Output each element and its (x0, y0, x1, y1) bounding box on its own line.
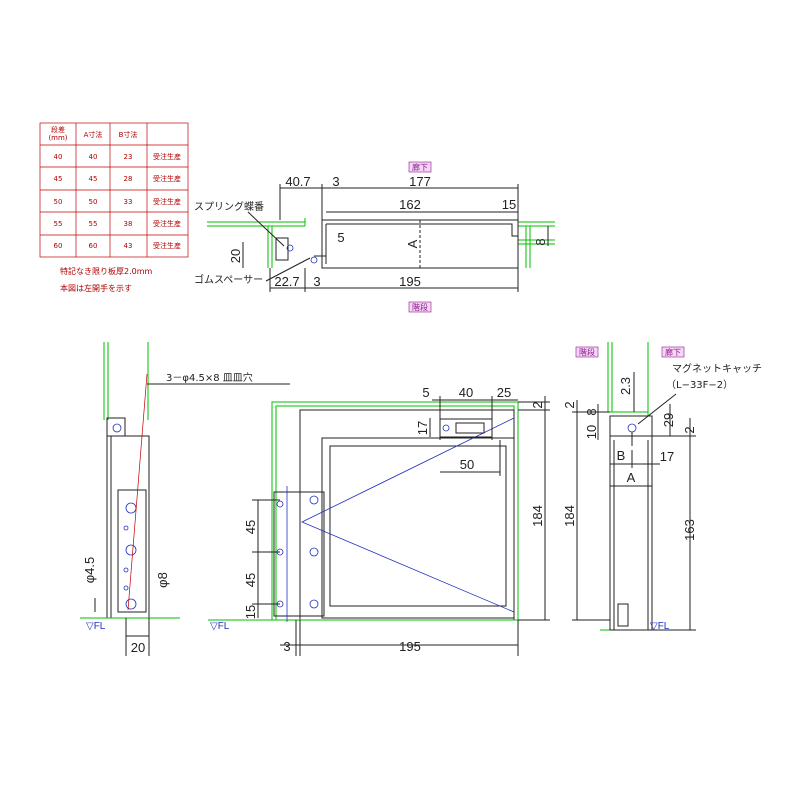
dim-a-side: A (627, 470, 636, 485)
table-cell: 33 (124, 198, 133, 206)
dim-3-bottom: 3 (313, 274, 320, 289)
dim-20: 20 (228, 249, 243, 263)
dim-22-7: 22.7 (274, 274, 299, 289)
table-cell: 60 (54, 242, 63, 250)
table-cell: 50 (89, 198, 98, 206)
dim-8-side: 8 (584, 408, 599, 415)
table-cell: 受注生産 (153, 219, 181, 228)
table-cell: 43 (124, 242, 133, 250)
dim-162: 162 (399, 197, 421, 212)
table-header-a: A寸法 (84, 130, 103, 139)
table-cell: 40 (89, 153, 98, 161)
dim-184-front: 184 (530, 505, 545, 527)
hinge-detail: 3－φ4.5×8 皿皿穴 φ4.5 φ8 20 ▽FL (80, 342, 290, 656)
table-cell: 60 (89, 242, 98, 250)
dim-195: 195 (399, 274, 421, 289)
table-cell: 23 (124, 153, 133, 161)
dim-40-front: 40 (459, 385, 473, 400)
dim-163: 163 (682, 519, 697, 541)
dim-15: 15 (502, 197, 516, 212)
fl-marker-side: ▽FL (650, 621, 670, 632)
table-row: 45 45 28 受注生産 (54, 174, 181, 183)
label-magnet-catch: マグネットキャッチ (672, 362, 762, 375)
table-cell: 55 (89, 220, 98, 228)
dim-25-front: 25 (497, 385, 511, 400)
label-screw-hole: 3－φ4.5×8 皿皿穴 (166, 371, 253, 384)
dim-b: B (617, 448, 626, 463)
table-row: 50 50 33 受注生産 (54, 197, 181, 206)
table-header-step: 段差 (51, 125, 65, 134)
table-cell: 受注生産 (153, 174, 181, 183)
table-header-b: B寸法 (119, 130, 138, 139)
dim-2-front: 2 (530, 401, 545, 408)
dim-2-3: 2.3 (618, 377, 633, 395)
fl-marker-hinge: ▽FL (86, 621, 106, 632)
table-cell: 55 (54, 220, 63, 228)
table-cell: 受注生産 (153, 241, 181, 250)
dim-2-side: 2 (682, 426, 697, 433)
table-cell: 45 (54, 175, 63, 183)
table-cell: 38 (124, 220, 133, 228)
dim-40-7: 40.7 (285, 174, 310, 189)
label-spring-hinge: スプリング蝶番 (194, 200, 264, 213)
dim-184-side: 184 (562, 505, 577, 527)
table-cell: 28 (124, 175, 133, 183)
dim-15-left: 15 (243, 605, 258, 619)
dim-a: A (405, 239, 420, 248)
dim-3: 3 (332, 174, 339, 189)
front-elevation: 5 40 25 50 17 2 184 45 45 15 3 195 ▽FL (208, 385, 550, 656)
fl-marker-front: ▽FL (210, 621, 230, 632)
table-row: 40 40 23 受注生産 (54, 152, 181, 161)
dim-5: 5 (337, 230, 344, 245)
dim-phi-8: φ8 (155, 572, 170, 588)
side-section: 階段 廊下 マグネットキャッチ （L−33F−2） 2.3 29 2 163 2 (562, 342, 762, 632)
dim-50-front: 50 (460, 457, 474, 472)
dim-phi-4-5: φ4.5 (82, 557, 97, 584)
table-cell: 受注生産 (153, 197, 181, 206)
tag-plan-bottom: 階段 (412, 302, 428, 312)
dim-5-front: 5 (422, 385, 429, 400)
note-hand: 本図は左開手を示す (60, 283, 132, 293)
dim-45-b: 45 (243, 573, 258, 587)
table-row: 55 55 38 受注生産 (54, 219, 181, 228)
dim-8: 8 (533, 238, 548, 245)
table-row: 60 60 43 受注生産 (54, 241, 181, 250)
spec-table: 段差 (mm) A寸法 B寸法 40 40 23 受注生産 45 45 28 受… (39, 122, 189, 258)
dim-177: 177 (409, 174, 431, 189)
dim-2-left: 2 (562, 401, 577, 408)
label-catch-model: （L−33F−2） (666, 379, 733, 391)
table-cell: 40 (54, 153, 63, 161)
tag-plan-top: 廊下 (412, 162, 428, 172)
dim-195-front: 195 (399, 639, 421, 654)
dim-3-front: 3 (283, 639, 290, 654)
table-cell: 50 (54, 198, 63, 206)
label-rubber-spacer: ゴムスペーサー (194, 273, 263, 286)
tag-side-left: 階段 (579, 347, 595, 357)
dim-17-side: 17 (660, 449, 674, 464)
note-thickness: 特記なき限り板厚2.0mm (60, 266, 153, 276)
dim-10-side: 10 (584, 425, 599, 439)
dim-17-front: 17 (415, 421, 430, 435)
table-header-unit: (mm) (48, 134, 67, 142)
table-cell: 45 (89, 175, 98, 183)
dim-45-a: 45 (243, 520, 258, 534)
table-cell: 受注生産 (153, 152, 181, 161)
dim-29: 29 (661, 413, 676, 427)
tag-side-right: 廊下 (665, 347, 681, 357)
dim-20-hinge: 20 (131, 640, 145, 655)
plan-view: 廊下 階段 40.7 3 177 162 15 5 (194, 161, 555, 313)
